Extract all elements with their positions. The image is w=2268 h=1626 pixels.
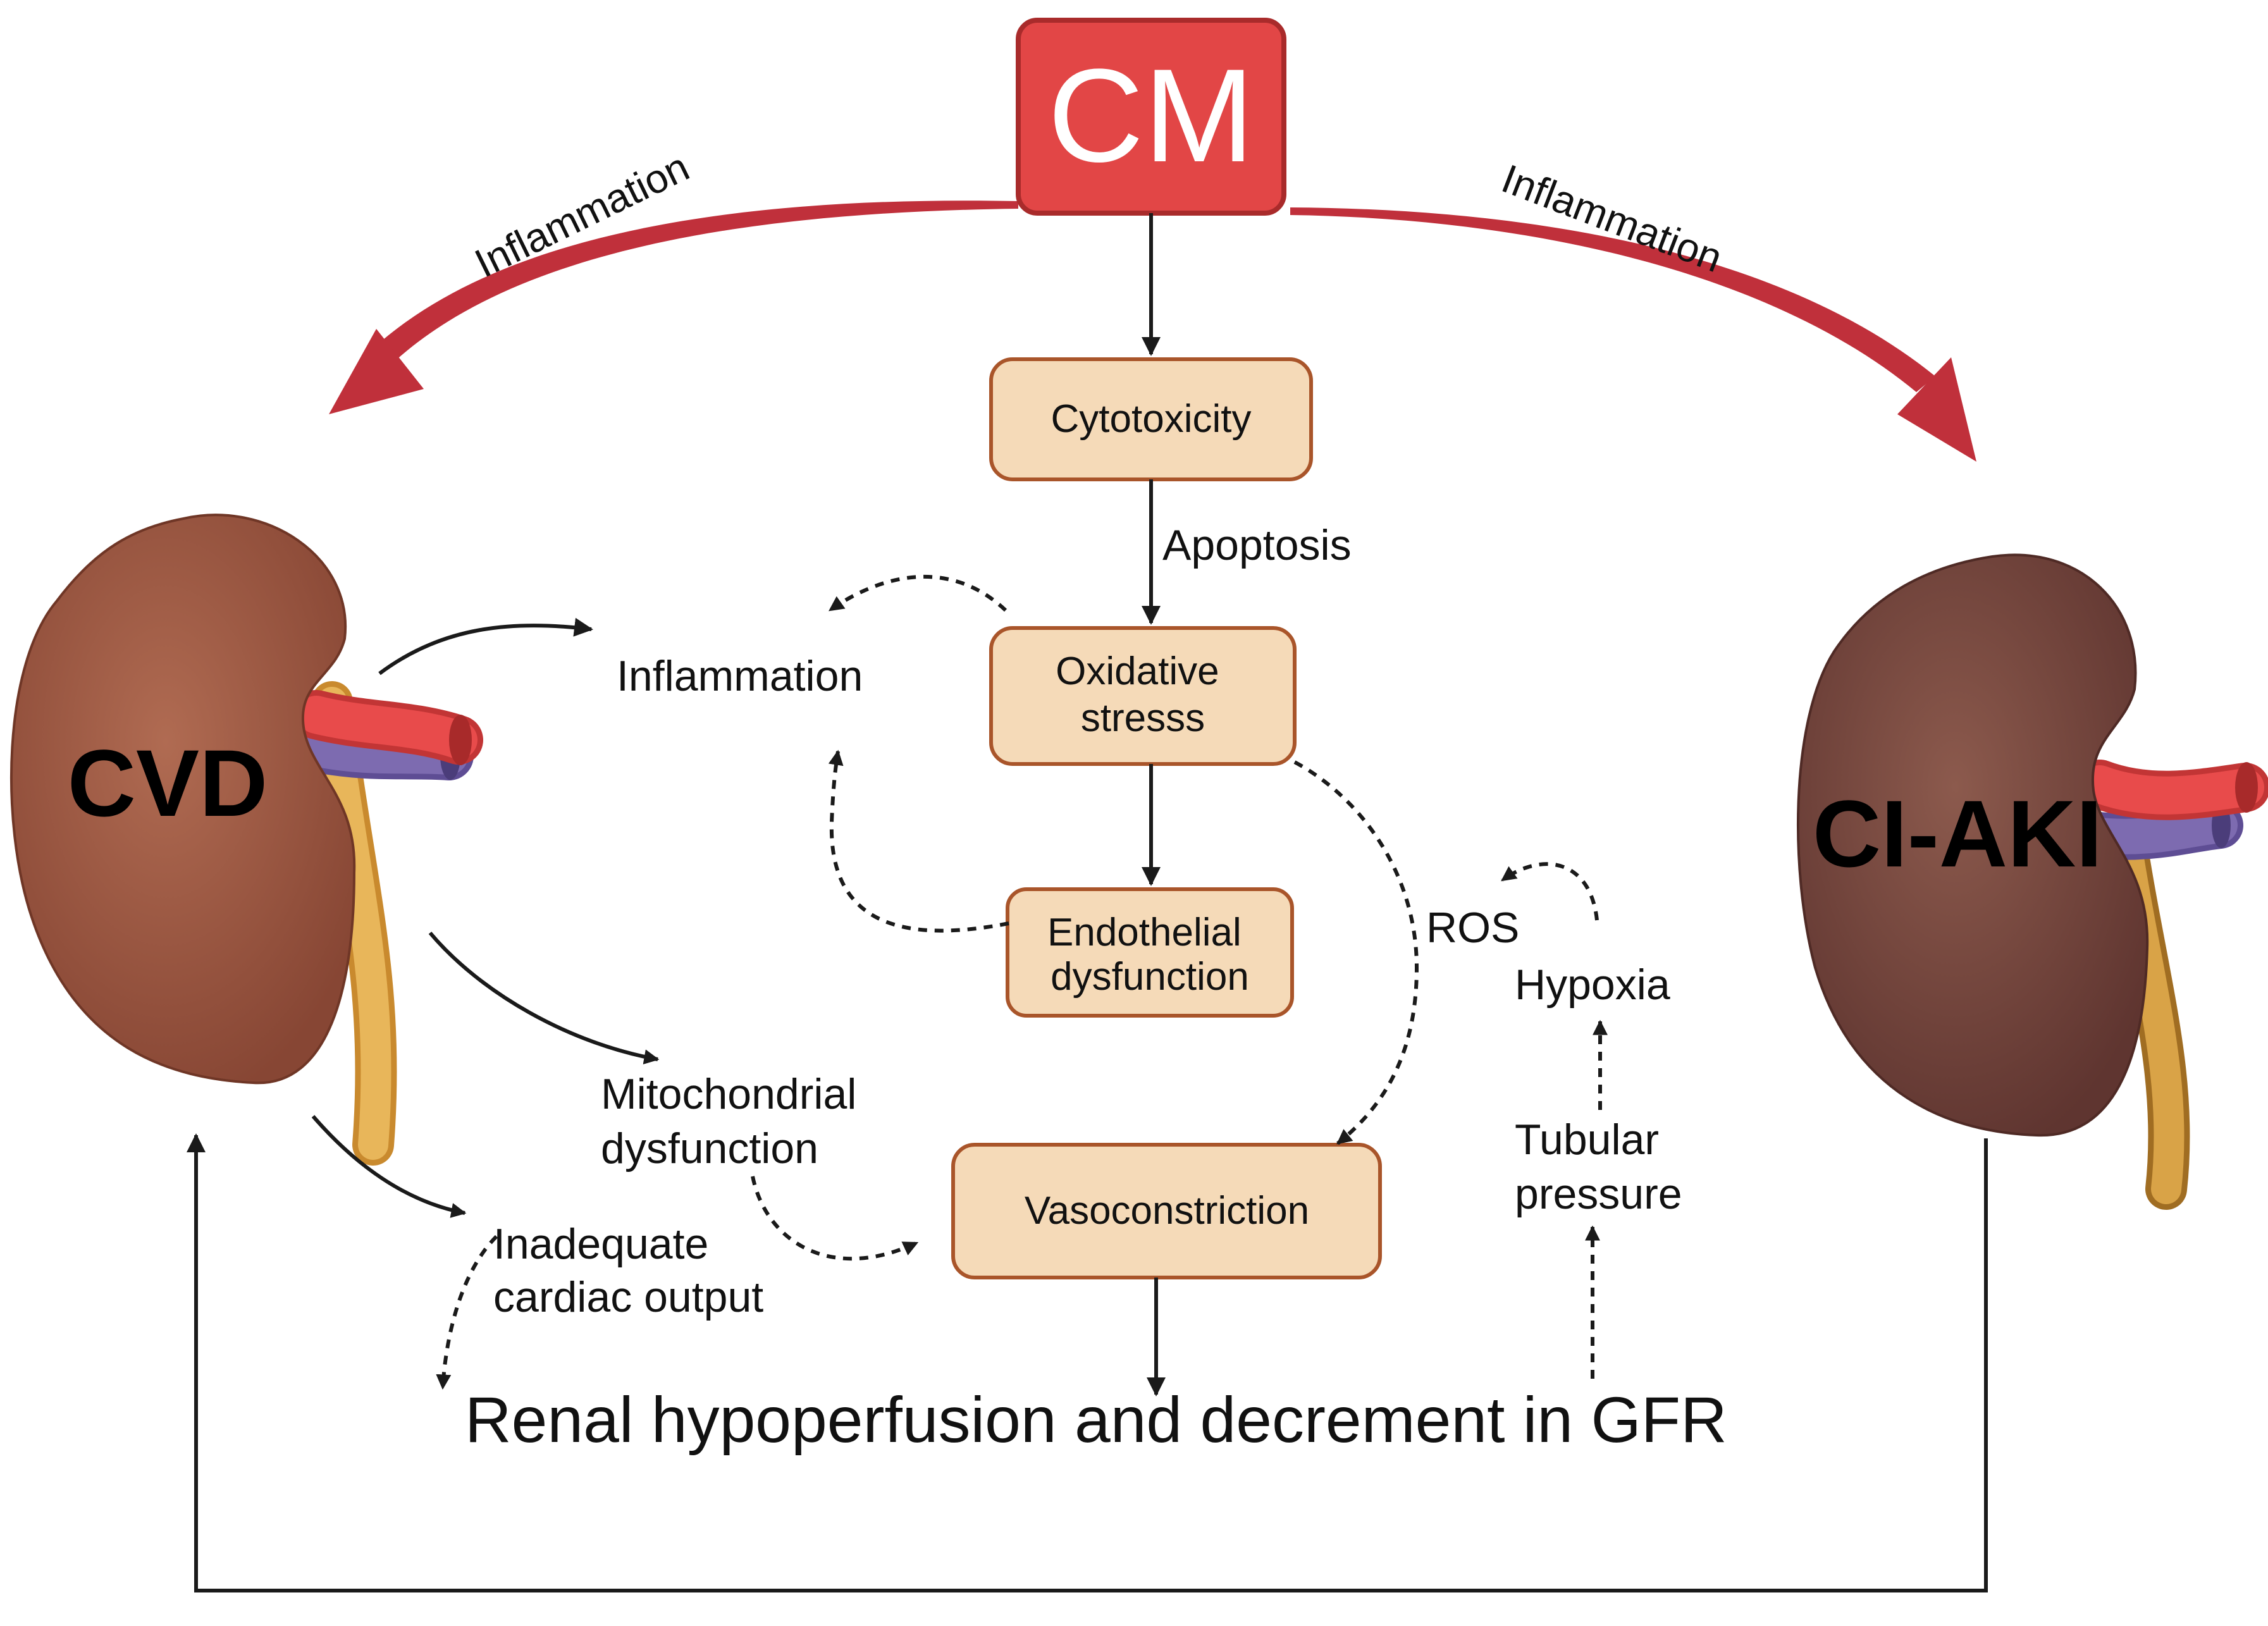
inflammation-center-label: Inflammation: [617, 652, 863, 700]
dashed-arrow-hypoxia-to-ros: [1501, 862, 1599, 921]
oxidative-stress-label: Oxidative stresss: [1056, 650, 1230, 740]
apoptosis-label: Apoptosis: [1162, 521, 1352, 569]
inflammation-left-label: Inflammation: [468, 144, 696, 286]
arrow-cvd-to-mitochondrial: [428, 932, 660, 1065]
dashed-arrow-cardiac-to-hypoperfusion: [436, 1235, 498, 1390]
cm-label: CM: [1048, 41, 1255, 190]
inflammation-arrow-right: [1290, 207, 1976, 462]
arrow-cvd-to-cardiac-output: [311, 1115, 467, 1218]
endothelial-dysfunction-box: Endothelial dysfunction: [1006, 887, 1294, 1018]
mitochondrial-dysfunction-label: Mitochondrial dysfunction: [601, 1070, 868, 1173]
cytotoxicity-box: Cytotoxicity: [989, 357, 1313, 481]
endothelial-dysfunction-label: Endothelial dysfunction: [1047, 911, 1252, 999]
feedback-loop-ci-aki-to-cvd: [187, 1133, 1988, 1592]
arrow-cvd-to-inflammation: [378, 617, 593, 675]
dashed-arrow-oxidative-to-inflammation: [829, 575, 1008, 612]
ci-aki-label: CI-AKI: [1813, 780, 2102, 887]
kidney-icon-ci-aki: CI-AKI: [1796, 553, 2268, 1210]
hypoxia-label: Hypoxia: [1515, 961, 1670, 1009]
dashed-arrow-oxidative-to-vasoconstriction: [1293, 760, 1419, 1145]
cvd-label: CVD: [68, 730, 268, 836]
tubular-pressure-label: Tubular pressure: [1515, 1116, 1682, 1218]
vasoconstriction-label: Vasoconstriction: [1025, 1189, 1309, 1233]
dashed-arrow-endothelial-to-inflammation: [828, 749, 1009, 933]
inflammation-right-label: Inflammation: [1496, 156, 1729, 281]
kidney-icon-cvd: CVD: [9, 514, 483, 1166]
renal-hypoperfusion-label: Renal hypoperfusion and decrement in GFR: [465, 1384, 1727, 1456]
inflammation-arrow-left: [329, 200, 1018, 414]
oxidative-stress-box: Oxidative stresss: [989, 626, 1297, 766]
cm-box: CM: [1016, 18, 1286, 216]
cytotoxicity-label: Cytotoxicity: [1051, 397, 1252, 441]
inadequate-cardiac-output-label: Inadequate cardiac output: [493, 1220, 763, 1321]
ros-label: ROS: [1426, 904, 1519, 952]
vasoconstriction-box: Vasoconstriction: [951, 1143, 1382, 1279]
dashed-arrow-mitochondrial-to-vasoconstriction: [751, 1176, 919, 1261]
